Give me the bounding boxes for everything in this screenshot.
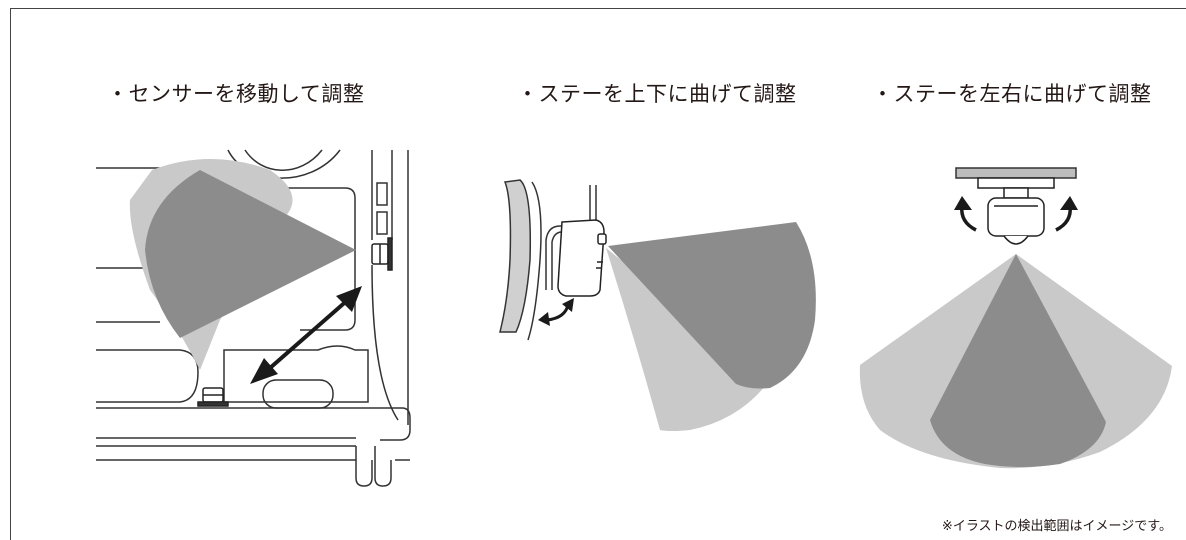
- sensor-upper: [371, 237, 393, 271]
- detection-area-panel1: [129, 159, 356, 370]
- heading-move-sensor: ・センサーを移動して調整: [107, 82, 365, 106]
- detection-dark: [608, 222, 816, 389]
- hook: [355, 446, 373, 487]
- detection-light: [606, 248, 770, 431]
- wheel-arc-inner: [244, 149, 323, 171]
- double-headed-arrow-icon: [250, 286, 362, 384]
- outer-frame: [10, 8, 1186, 540]
- ceiling-bar: [955, 167, 1077, 179]
- bench-seat-right: [223, 345, 369, 403]
- detection-area-panel3: [859, 254, 1172, 469]
- detection-area-panel2: [606, 222, 816, 431]
- curved-double-arrow-icon: [538, 298, 574, 326]
- body-box: [280, 187, 356, 331]
- detection-dark: [930, 254, 1106, 467]
- sensor-panel2: [557, 219, 607, 297]
- bench-seat: [96, 349, 199, 403]
- sensor-lower: [197, 387, 229, 407]
- panel-bend-stay-horizontal: [955, 167, 1077, 179]
- curved-wall: [499, 179, 532, 333]
- rotate-left-arrow-icon: [954, 196, 977, 232]
- sensor-panel3: [977, 177, 1055, 245]
- floor-line: [96, 407, 411, 441]
- wall-slot: [376, 182, 388, 206]
- heading-bend-stay-vertical: ・ステーを上下に曲げて調整: [517, 82, 797, 106]
- heading-bend-stay-horizontal: ・ステーを左右に曲げて調整: [872, 82, 1152, 106]
- detection-dark: [145, 170, 356, 338]
- wall-curve: [371, 264, 399, 421]
- rotate-right-arrow-icon: [1055, 196, 1078, 232]
- console: [262, 379, 334, 409]
- footnote: ※イラストの検出範囲はイメージです。: [941, 519, 1172, 534]
- wall-slot: [376, 211, 388, 235]
- hook: [374, 446, 392, 487]
